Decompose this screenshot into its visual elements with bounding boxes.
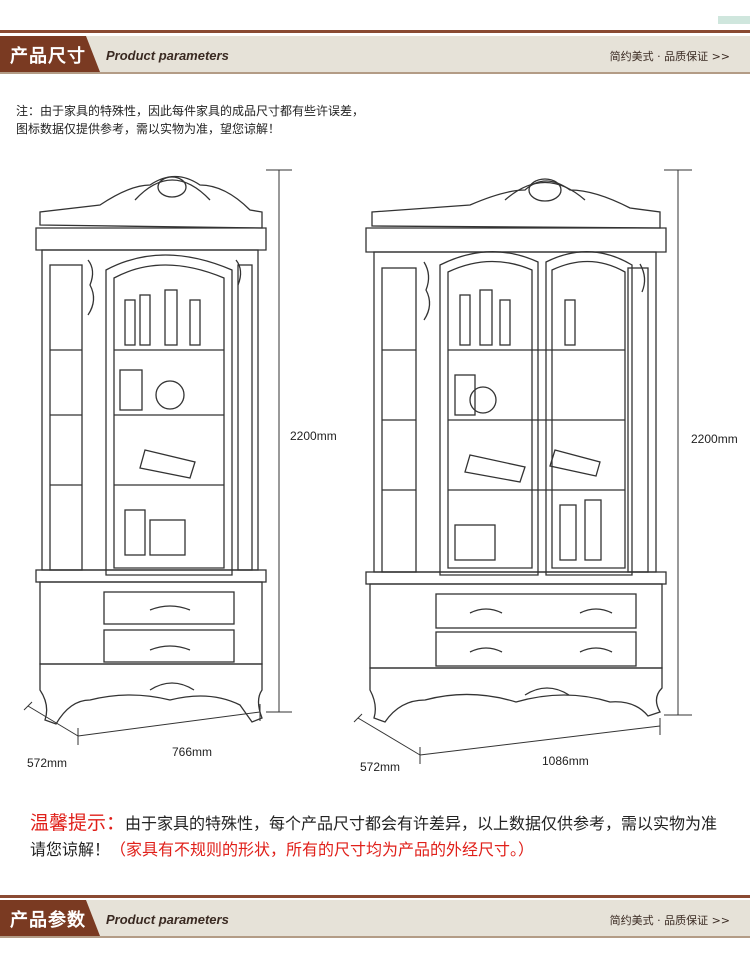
dimension-notice: 注：由于家具的特殊性，因此每件家具的成品尺寸都有些许误差， 图标数据仅提供参考，…: [16, 102, 436, 138]
single-depth-label: 572mm: [27, 756, 68, 770]
dim-line-double-width: [419, 725, 661, 756]
section-banner-params: 产品参数 Product parameters 简约美式 · 品质保证 >>: [0, 900, 750, 938]
tips-lead: 温馨提示：: [30, 812, 126, 834]
single-door-cabinet-illustration: [35, 175, 267, 725]
dim-line-single-width: [77, 711, 261, 737]
warm-tips: 温馨提示：由于家具的特殊性，每个产品尺寸都会有许差异，以上数据仅供参考，需以实物…: [30, 810, 730, 863]
single-width-label: 766mm: [172, 745, 213, 759]
double-depth-label: 572mm: [360, 760, 401, 774]
tips-red-text: （家具有不规则的形状，所有的尺寸均为产品的外经尺寸。）: [110, 840, 535, 859]
dim-line-double-depth: [357, 717, 421, 756]
notice-line-1: 注：由于家具的特殊性，因此每件家具的成品尺寸都有些许误差，: [16, 104, 365, 118]
tips-text: 由于家具的特殊性，每个产品尺寸都会有许差异，以上数据仅供参考，需以实物为准请您谅…: [30, 814, 718, 859]
banner-background: [0, 36, 750, 74]
top-accent-mark: [718, 16, 750, 24]
single-height-label: 2200mm: [290, 429, 337, 443]
dim-line-single-depth: [27, 705, 79, 737]
bottom-divider: [0, 895, 750, 898]
banner-tagline[interactable]: 简约美式 · 品质保证 >>: [609, 50, 730, 63]
banner-title-en: Product parameters: [106, 912, 229, 927]
top-divider: [0, 30, 750, 33]
double-width-label: 1086mm: [542, 754, 589, 768]
notice-line-2: 图标数据仅提供参考，需以实物为准，望您谅解！: [16, 122, 281, 136]
double-door-cabinet-illustration: [365, 178, 667, 723]
banner-tab: [0, 36, 100, 72]
banner-title-cn: 产品尺寸: [10, 46, 86, 67]
double-height-label: 2200mm: [691, 432, 738, 446]
banner-tab: [0, 900, 100, 936]
banner-title-cn: 产品参数: [10, 910, 86, 931]
banner-tagline[interactable]: 简约美式 · 品质保证 >>: [609, 914, 730, 927]
banner-title-en: Product parameters: [106, 48, 229, 63]
banner-background: [0, 900, 750, 938]
section-banner-size: 产品尺寸 Product parameters 简约美式 · 品质保证 >>: [0, 36, 750, 74]
